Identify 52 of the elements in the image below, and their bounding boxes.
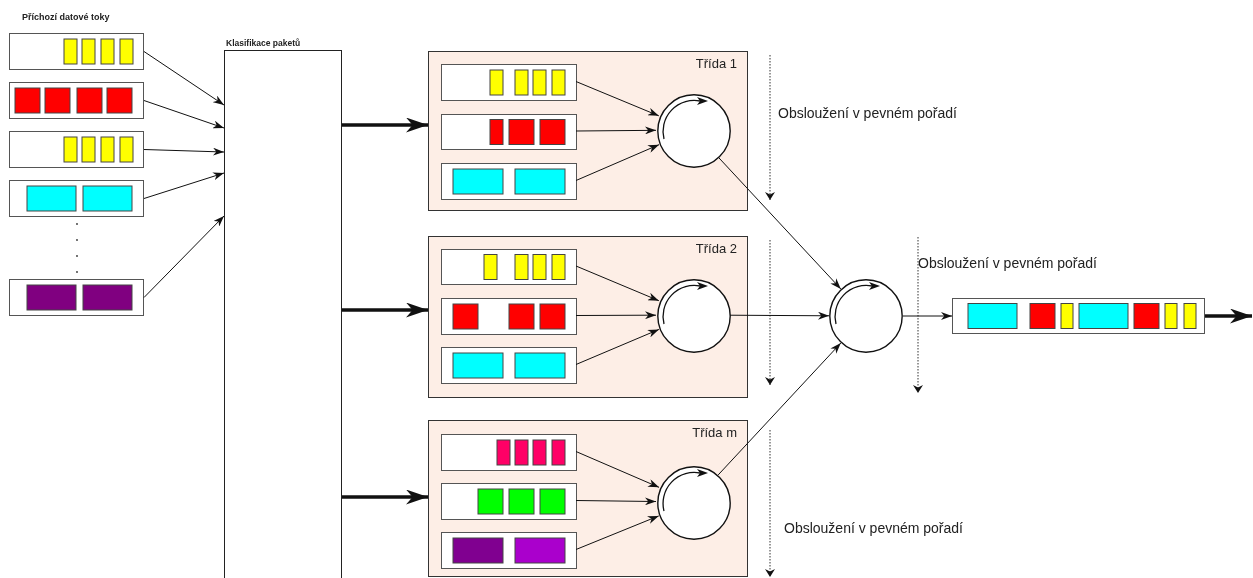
scheduler-circle [829,279,903,353]
arrow [143,100,225,129]
queue-box [9,33,144,70]
queue-box [9,82,144,119]
scheduler-circle [657,466,731,540]
annotation-text: Obsloužení v pevném pořadí [918,255,1097,271]
class-panel [428,51,748,211]
arrow [342,489,428,505]
queue-box [441,434,577,471]
queue-box [441,249,577,285]
queue-box [952,298,1205,334]
arrow [575,497,657,506]
queue-box [9,180,144,217]
heading: Příchozí datové toky [22,12,110,22]
arrow [902,312,953,320]
annotation-text: Obsloužení v pevném pořadí [778,105,957,121]
scheduler-circle [657,279,731,353]
queue-box [441,163,577,200]
classifier-heading: Klasifikace paketů [226,38,301,48]
arrow [717,342,842,476]
arrow [342,117,428,133]
queue-box [441,64,577,101]
class-panel [428,236,748,398]
arrow [143,215,225,298]
queue-box [9,131,144,168]
queue-box [441,114,577,150]
arrow [575,451,660,488]
class-panel [428,420,748,577]
arrow [143,172,225,199]
arrow [575,126,657,135]
arrow [575,328,660,365]
queue-box [441,298,577,335]
panel-heading: Třída m [692,425,737,440]
arrow [143,147,225,156]
queue-box [441,532,577,569]
queue-box [441,347,577,384]
arrow [575,311,657,320]
scheduler-circle [657,94,731,168]
arrow [342,302,428,318]
queue-box [9,279,144,316]
panel-heading: Třída 2 [695,241,737,256]
panel-heading: Třída 1 [695,56,737,71]
arrow [1205,308,1252,324]
arrow [575,81,660,117]
arrow [575,265,660,302]
annotation-text: Obsloužení v pevném pořadí [784,520,963,536]
arrow [575,144,660,181]
arrow [717,156,842,290]
arrow [575,515,660,550]
arrow [729,311,830,320]
arrow [143,51,225,106]
queue-box [441,483,577,520]
